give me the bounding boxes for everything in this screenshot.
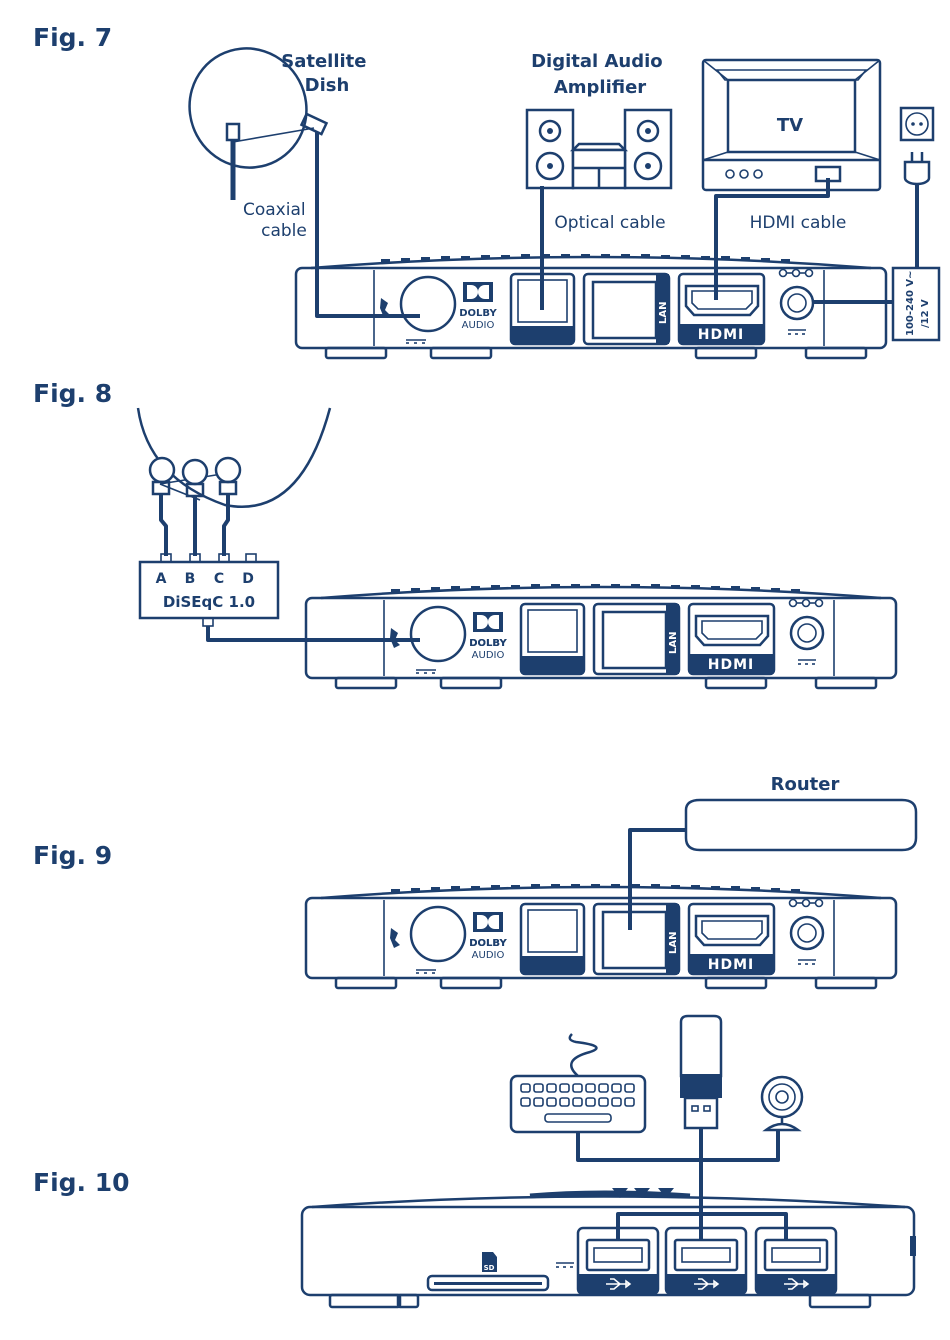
hdmi-cable-label: HDMI cable [750, 213, 847, 233]
fig7-lan-text: LAN [658, 302, 669, 324]
router-label: Router [771, 774, 840, 795]
diseqc-input-c: C [214, 571, 224, 587]
amplifier-icon [527, 110, 671, 188]
receiver-fig8: AUDIO DOLBY LAN HDMI [306, 584, 896, 688]
fig8-coax-cable [208, 626, 420, 640]
diseqc-label: DiSEqC 1.0 [163, 593, 255, 611]
fig9-lan-text: LAN [668, 932, 679, 954]
fig7-hdmi-text: HDMI [698, 327, 744, 343]
wall-socket-icon [901, 108, 933, 184]
diseqc-input-d: D [242, 571, 254, 587]
power-adapter-icon: 100-240 V~ /12 V [893, 268, 939, 340]
diseqc-input-b: B [185, 571, 196, 587]
fig7-audio-text: AUDIO [462, 320, 495, 331]
sd-card-label: SD [484, 1264, 495, 1272]
fig9-label: Fig. 9 [33, 841, 112, 870]
power-adapter-line2: /12 V [920, 299, 931, 328]
satellite-dish-l1: Satellite [281, 51, 366, 72]
coaxial-cable-label: Coaxial cable [243, 200, 311, 241]
router-icon [686, 800, 916, 850]
usb-port-3 [756, 1228, 836, 1294]
amplifier-label: Digital Audio Amplifier [531, 51, 669, 98]
webcam-icon [762, 1077, 802, 1130]
fig9-hdmi-text: HDMI [708, 957, 754, 973]
receiver-fig9: AUDIO DOLBY LAN HDMI [306, 884, 896, 988]
fig8-hdmi-text: HDMI [708, 657, 754, 673]
fig9-audio-text: AUDIO [472, 950, 505, 961]
keyboard-icon [511, 1034, 645, 1132]
fig8-lan-text: LAN [668, 632, 679, 654]
usb-stick-icon [680, 1016, 722, 1128]
fig8-label: Fig. 8 [33, 379, 112, 408]
optical-cable-label: Optical cable [554, 213, 665, 233]
fig10-label: Fig. 10 [33, 1168, 130, 1197]
diseqc-input-a: A [156, 571, 167, 587]
fig8-audio-text: AUDIO [472, 650, 505, 661]
usb-port-2 [666, 1228, 746, 1294]
hdmi-cable [716, 178, 828, 300]
fig8-dolby-text: DOLBY [469, 638, 507, 649]
receiver-front-fig10: SD [302, 1188, 916, 1307]
receiver-fig7: AUDIO LAN HDMI [296, 254, 886, 358]
power-adapter-line1: 100-240 V~ [905, 271, 916, 337]
diseqc-switch: A B C D DiSEqC 1.0 [140, 554, 278, 626]
lnb-heads-icon [150, 458, 240, 500]
satellite-dish-l2: Dish [305, 75, 350, 96]
fig7-label: Fig. 7 [33, 23, 112, 52]
multi-lnb-dish-icon [138, 408, 330, 507]
tv-label: TV [777, 115, 803, 136]
fig9-dolby-text: DOLBY [469, 938, 507, 949]
